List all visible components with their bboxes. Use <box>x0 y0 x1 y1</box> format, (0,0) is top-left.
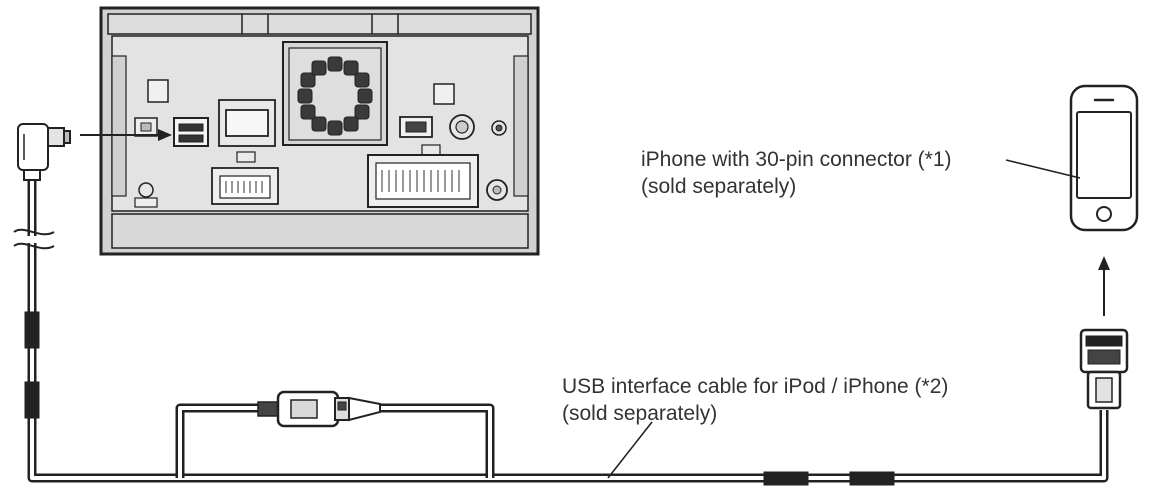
leader-lines <box>607 159 1081 479</box>
connect-arrow-iphone <box>1098 256 1110 316</box>
cooling-fan <box>297 56 373 136</box>
cable-break-symbol <box>13 228 55 250</box>
head-unit-rear-panel <box>99 6 540 256</box>
usb-port <box>173 117 209 147</box>
iphone-label-line1: iPhone with 30-pin connector (*1) <box>641 148 952 171</box>
cable-callout-label: USB interface cable for iPod / iPhone (*… <box>562 373 948 427</box>
cable-label-line1: USB interface cable for iPod / iPhone (*… <box>562 375 949 398</box>
thirty-pin-plug <box>1079 328 1129 410</box>
iphone-callout-label: iPhone with 30-pin connector (*1) (sold … <box>641 146 952 200</box>
inline-adapter <box>257 390 381 428</box>
connect-arrow-usb <box>80 129 172 141</box>
usb-interface-cable <box>24 168 1109 486</box>
iphone-label-line2: (sold separately) <box>641 175 797 198</box>
cable-label-line2: (sold separately) <box>562 402 718 425</box>
iphone-device <box>1069 84 1139 232</box>
usb-plug-right-angle <box>17 123 71 181</box>
